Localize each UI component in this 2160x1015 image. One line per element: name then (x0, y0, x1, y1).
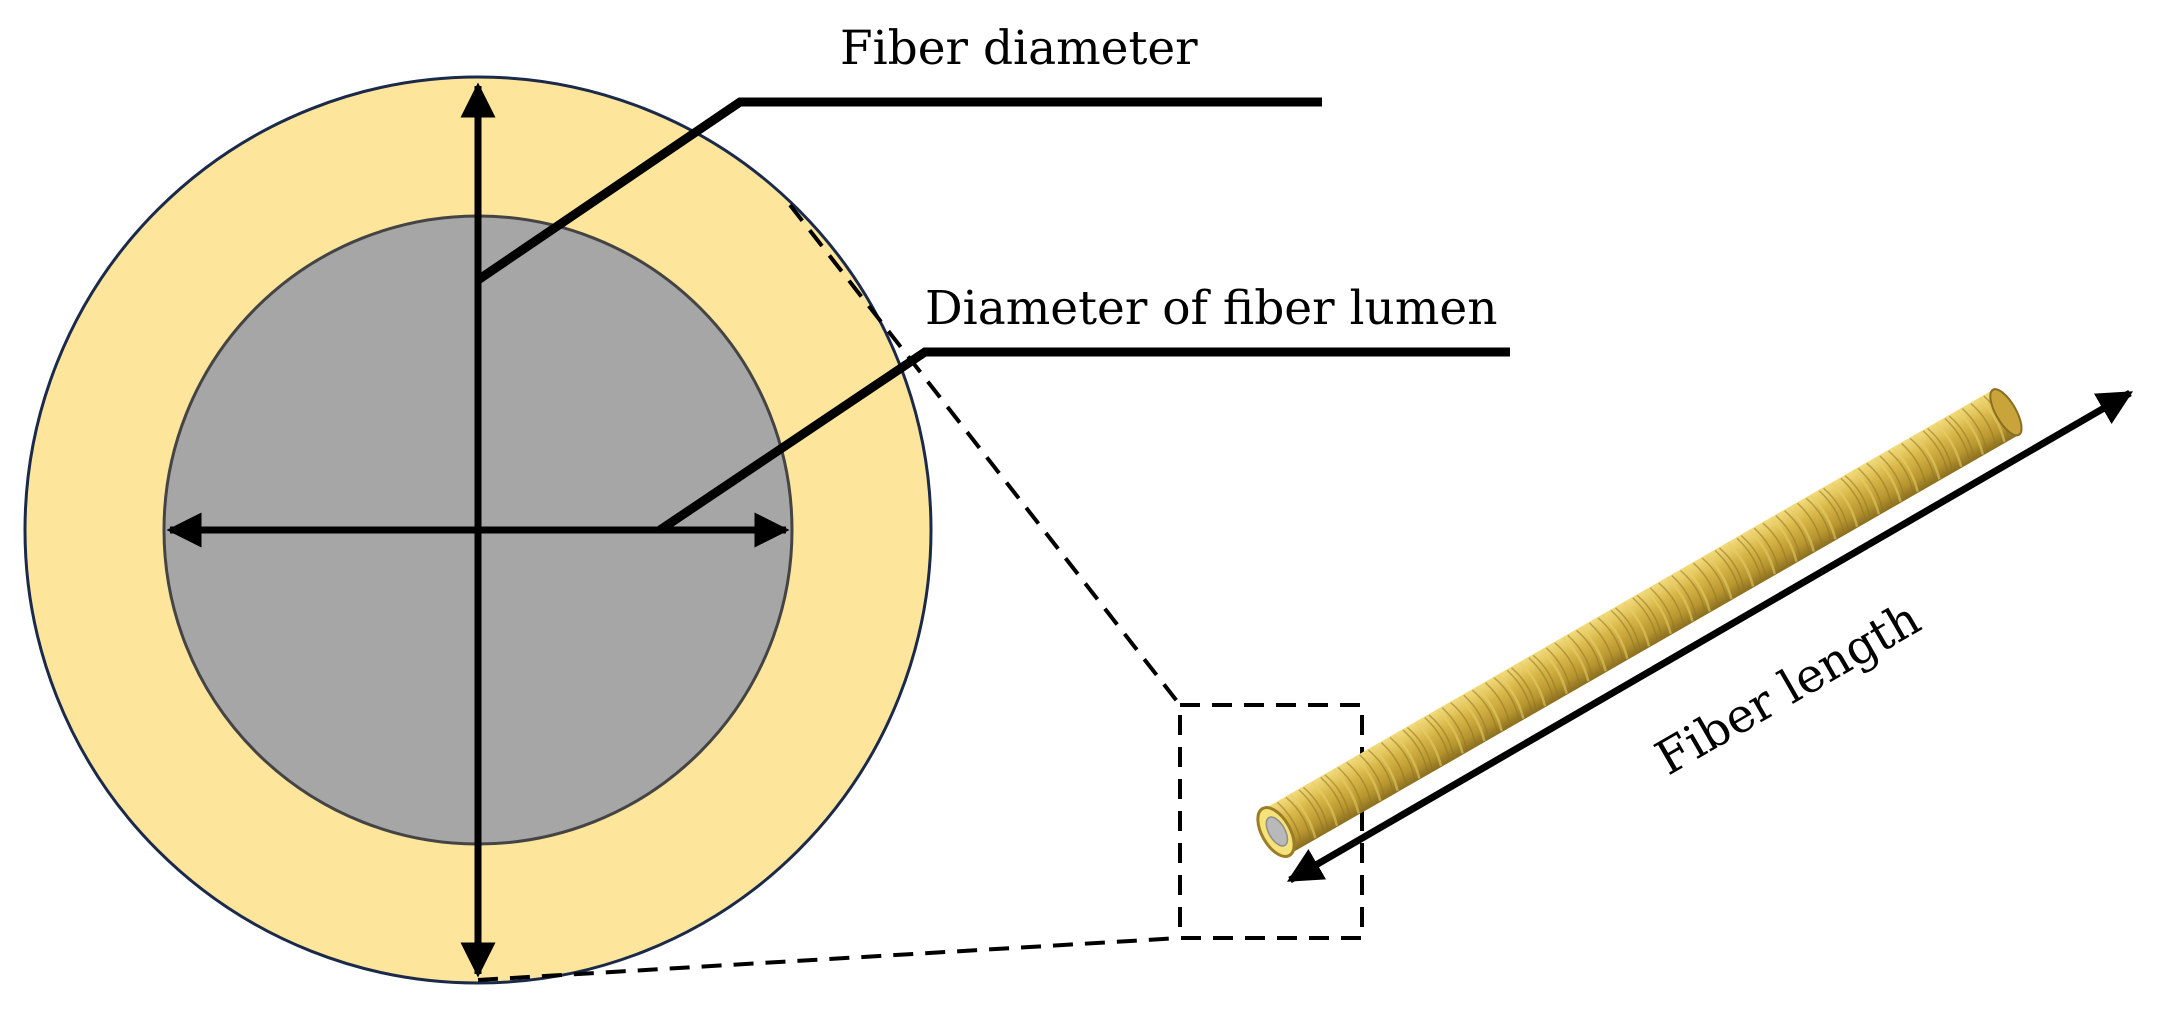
fiber-rod-near-end-lumen (1265, 816, 1289, 847)
fiber-diameter-leader (475, 97, 1322, 284)
leader-lines (475, 97, 1510, 534)
lumen-diameter-leader (657, 347, 1510, 534)
fiber-length-arrow (1286, 389, 2134, 884)
fiber-diameter-label: Fiber diameter (840, 21, 1198, 76)
lumen-diameter-label: Diameter of fiber lumen (925, 281, 1497, 336)
zoom-line-lower (477, 936, 1181, 982)
diameter-arrows (166, 82, 790, 978)
zoom-line-upper (788, 203, 1182, 707)
